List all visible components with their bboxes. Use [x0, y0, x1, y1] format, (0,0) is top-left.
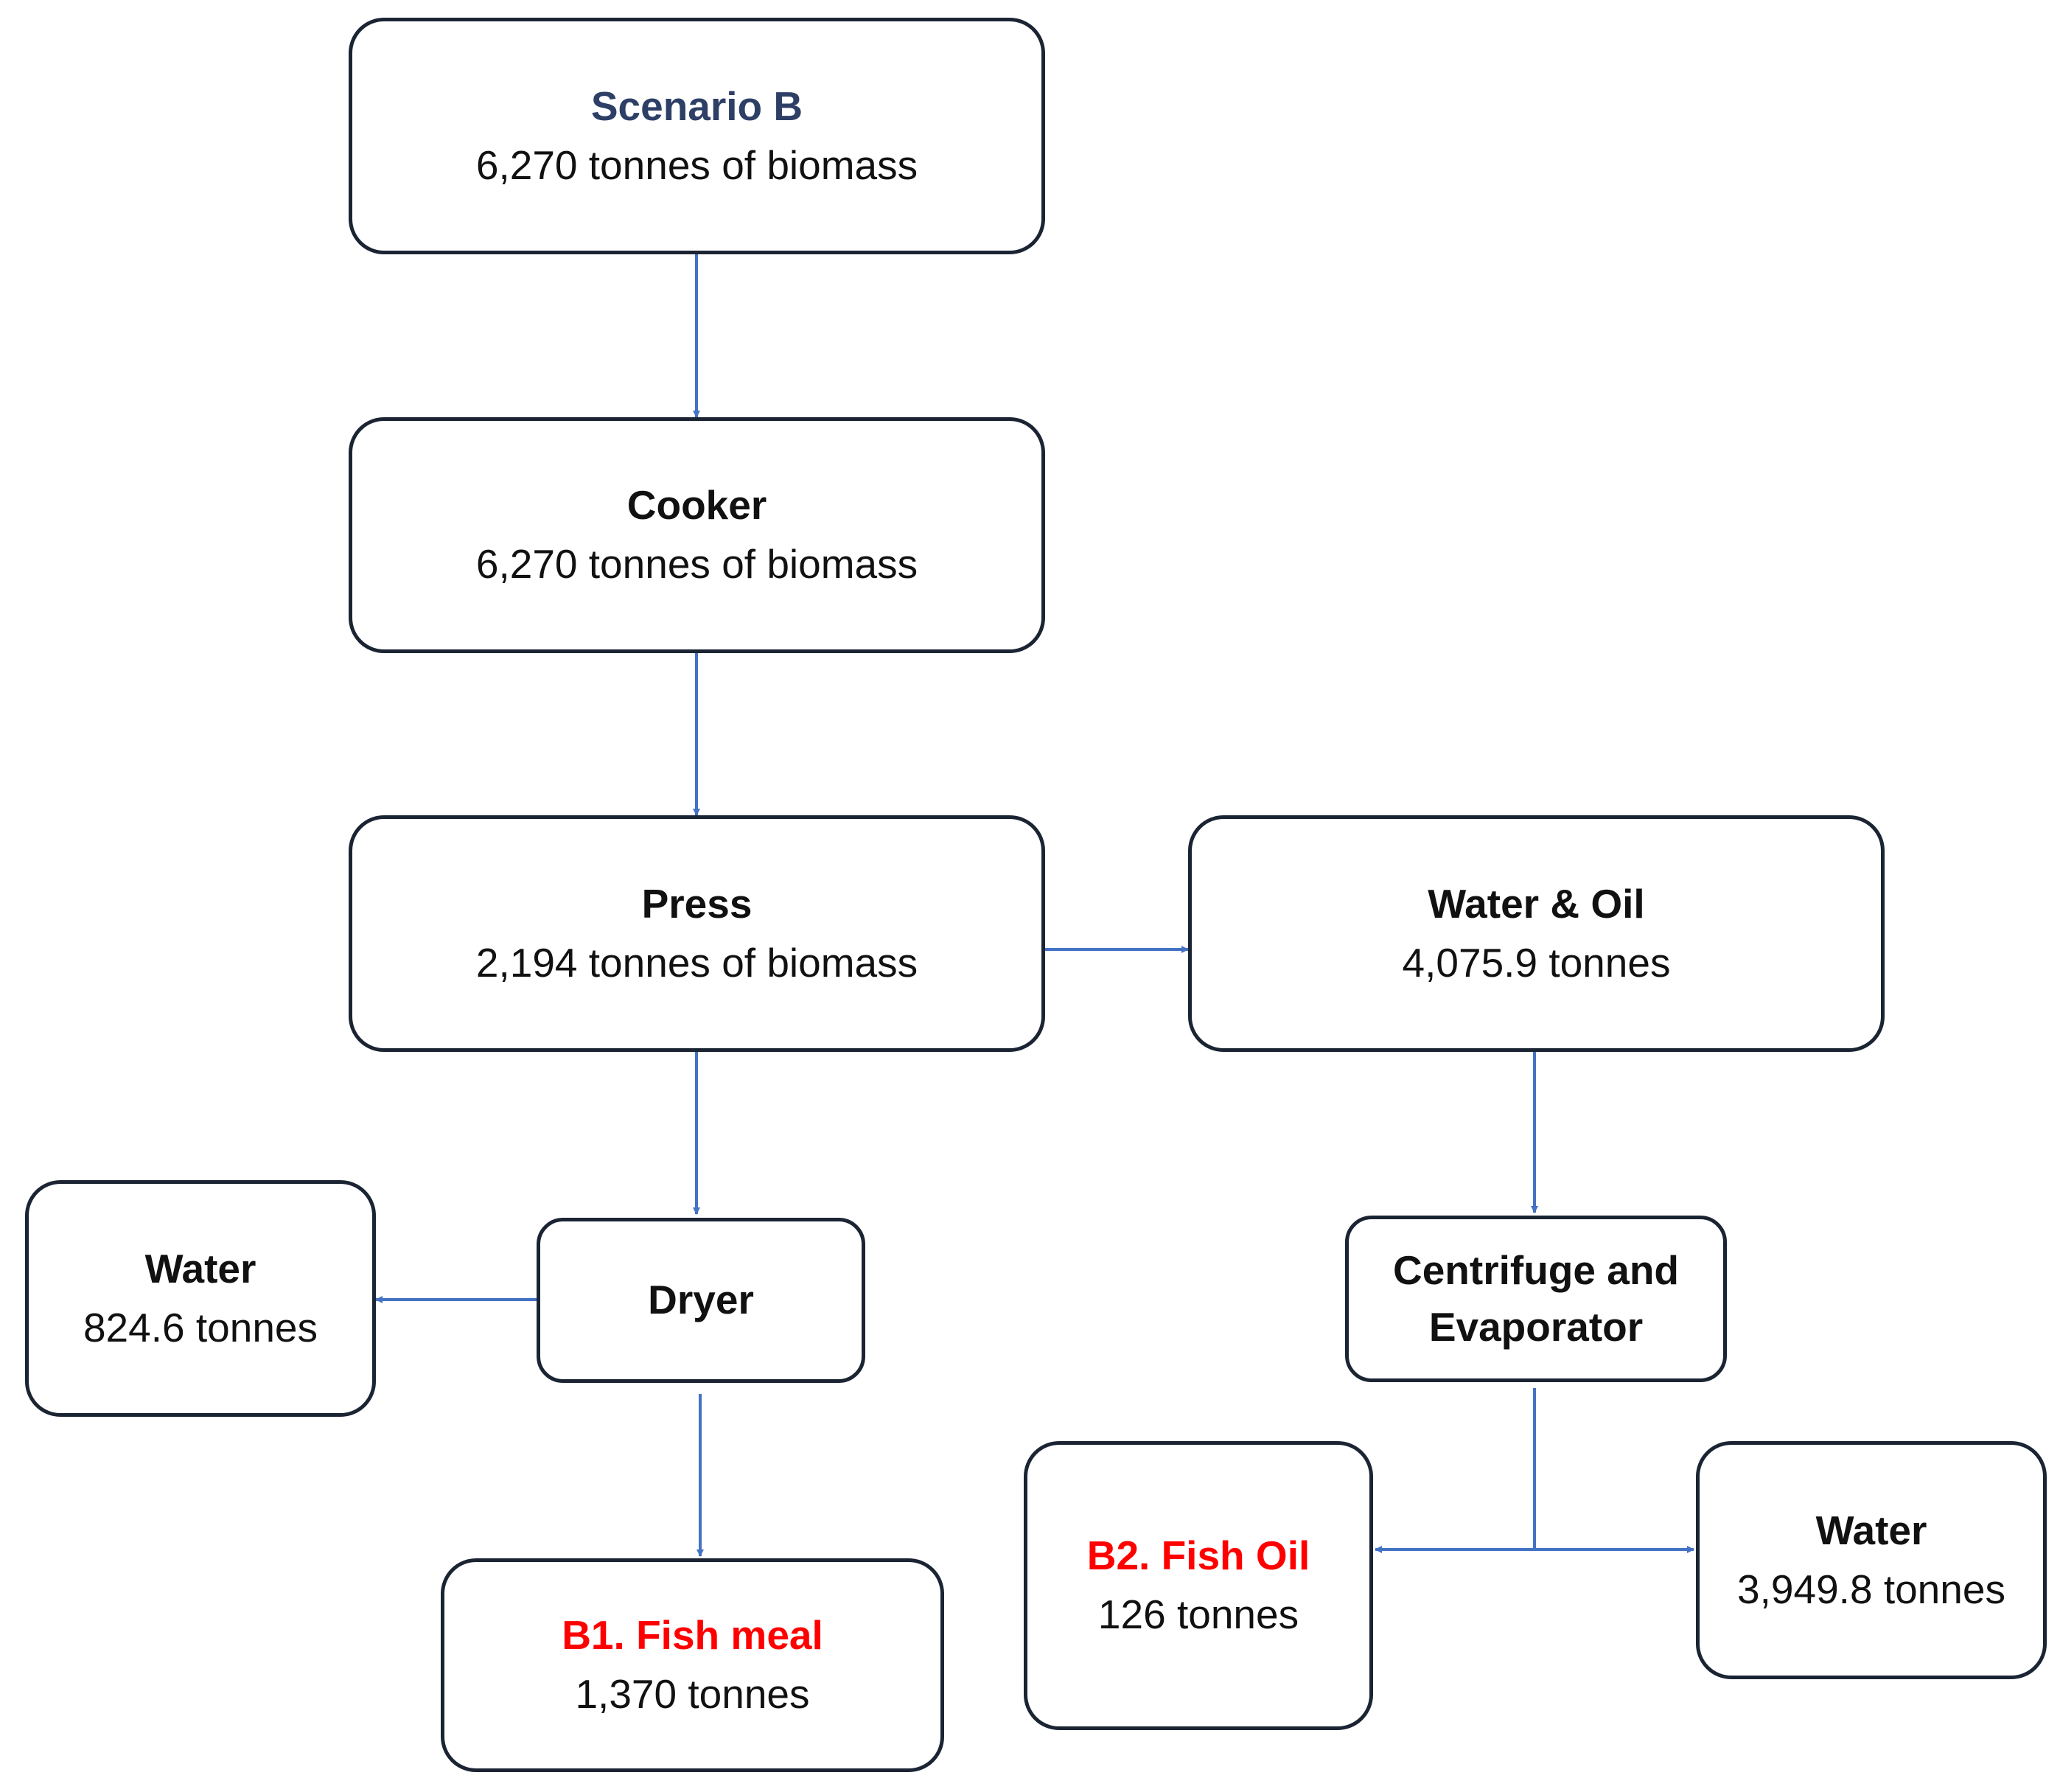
node-water-dryer: Water 824.6 tonnes — [25, 1180, 376, 1417]
node-press: Press 2,194 tonnes of biomass — [349, 815, 1045, 1052]
node-centrifuge-title-line2: Evaporator — [1428, 1304, 1644, 1350]
node-water-oil: Water & Oil 4,075.9 tonnes — [1188, 815, 1885, 1052]
node-press-title: Press — [641, 880, 753, 927]
node-scenario-sub: 6,270 tonnes of biomass — [475, 142, 918, 188]
node-cooker: Cooker 6,270 tonnes of biomass — [349, 417, 1045, 653]
node-fish-oil: B2. Fish Oil 126 tonnes — [1024, 1441, 1373, 1730]
node-fish-meal: B1. Fish meal 1,370 tonnes — [441, 1558, 944, 1772]
node-water-oil-sub: 4,075.9 tonnes — [1402, 939, 1671, 986]
node-cooker-title: Cooker — [626, 482, 767, 529]
node-centrifuge-title-line1: Centrifuge and — [1392, 1247, 1680, 1293]
node-dryer: Dryer — [537, 1218, 865, 1383]
node-cooker-sub: 6,270 tonnes of biomass — [475, 541, 918, 587]
node-scenario-title: Scenario B — [590, 83, 803, 129]
node-press-sub: 2,194 tonnes of biomass — [475, 939, 918, 986]
node-fish-meal-title: B1. Fish meal — [562, 1612, 823, 1659]
node-water-centrifuge-sub: 3,949.8 tonnes — [1737, 1566, 2005, 1612]
node-water-dryer-title: Water — [144, 1245, 256, 1291]
node-water-centrifuge-title: Water — [1815, 1507, 1927, 1553]
node-scenario: Scenario B 6,270 tonnes of biomass — [349, 18, 1045, 254]
node-fish-oil-title: B2. Fish Oil — [1086, 1533, 1310, 1579]
node-water-centrifuge: Water 3,949.8 tonnes — [1696, 1441, 2047, 1679]
node-fish-oil-sub: 126 tonnes — [1097, 1591, 1299, 1637]
node-water-dryer-sub: 824.6 tonnes — [83, 1304, 318, 1350]
node-fish-meal-sub: 1,370 tonnes — [575, 1671, 810, 1717]
node-dryer-title: Dryer — [648, 1277, 754, 1323]
node-centrifuge: Centrifuge and Evaporator — [1345, 1216, 1727, 1382]
node-water-oil-title: Water & Oil — [1428, 880, 1645, 927]
